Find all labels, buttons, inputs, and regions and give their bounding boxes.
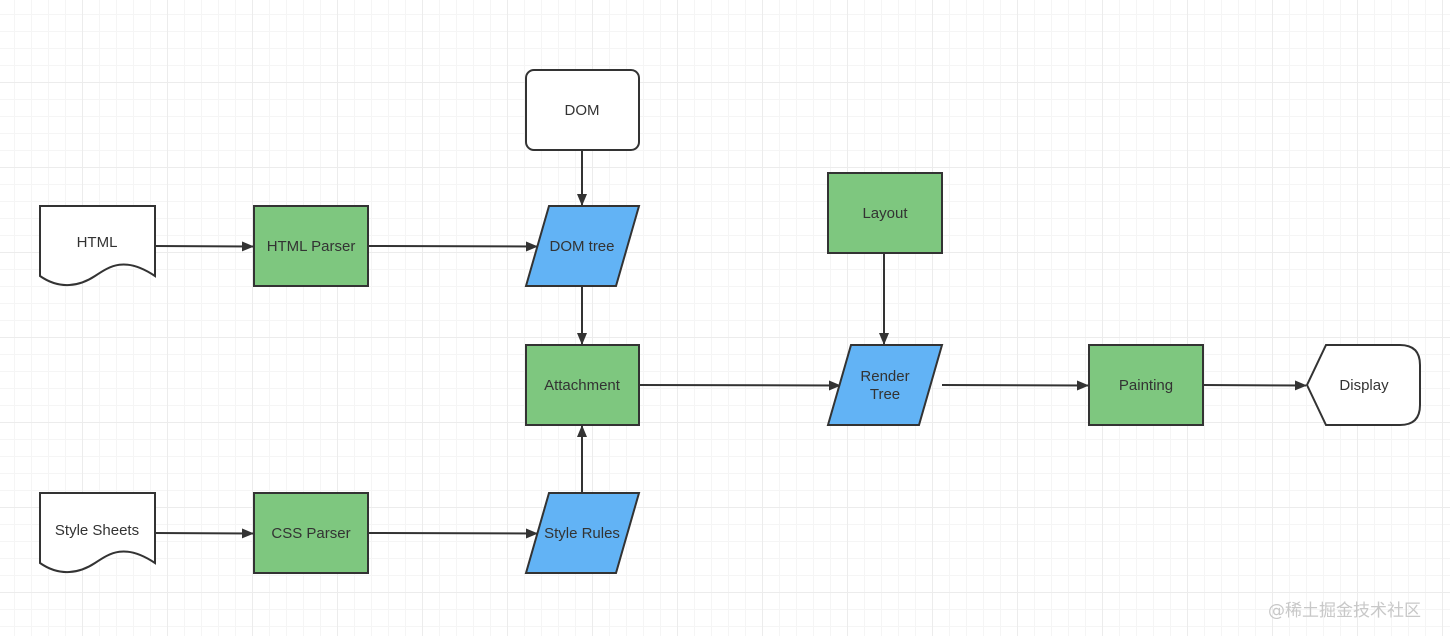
render-tree-node [826, 344, 944, 426]
dom-tree-node [524, 205, 641, 287]
html-label: HTML [77, 234, 118, 251]
render-tree-label-line2: Tree [870, 386, 900, 403]
display-node [1305, 344, 1421, 426]
html-document-node [39, 205, 156, 286]
attachment-label: Attachment [544, 377, 621, 394]
watermark: @稀土掘金技术社区 [1268, 601, 1421, 621]
arrow-sheets-to-cssparser [154, 528, 254, 539]
render-tree-label-line1: Render [860, 368, 909, 385]
arrow-parser-to-domtree [367, 241, 538, 252]
dom-tree-label: DOM tree [549, 238, 614, 255]
display-label: Display [1339, 377, 1389, 394]
dom-label: DOM [565, 102, 600, 119]
style-rules-label: Style Rules [544, 525, 620, 542]
style-sheets-label: Style Sheets [55, 522, 139, 539]
arrow-html-to-parser [154, 241, 254, 252]
painting-node [1088, 344, 1204, 426]
html-parser-node [253, 205, 369, 287]
layout-node [827, 172, 943, 254]
layout-label: Layout [862, 205, 908, 222]
attachment-node [525, 344, 640, 426]
css-parser-label: CSS Parser [271, 525, 350, 542]
arrow-painting-to-display [1202, 380, 1307, 391]
painting-label: Painting [1119, 377, 1173, 394]
style-rules-node [524, 492, 641, 574]
arrow-attachment-to-rendertree [638, 380, 841, 391]
dom-node [525, 69, 640, 151]
arrow-cssparser-to-stylerules [367, 528, 538, 539]
style-sheets-document-node [39, 492, 156, 573]
arrow-rendertree-to-painting [941, 380, 1089, 391]
css-parser-node [253, 492, 369, 574]
html-parser-label: HTML Parser [267, 238, 356, 255]
